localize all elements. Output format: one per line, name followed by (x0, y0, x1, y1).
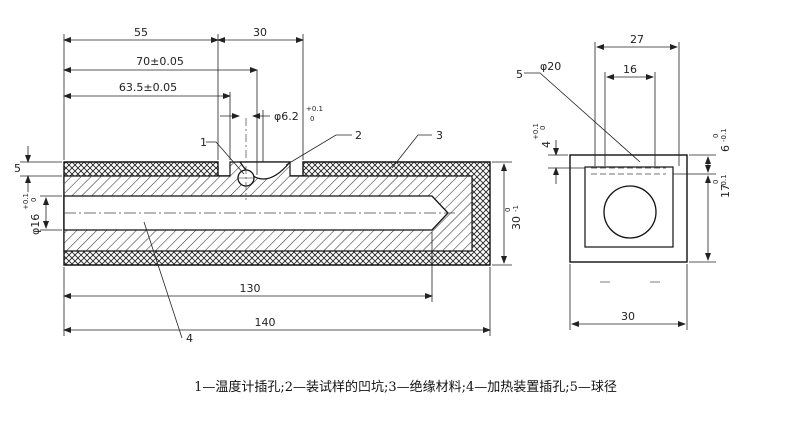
label-3: 3 (436, 129, 443, 142)
dim-phi16: φ16 (29, 214, 42, 235)
dim-phi16-tol-upper: +0.1 (22, 193, 30, 210)
dim-16-top: 16 (623, 63, 637, 76)
dim-phi6-2: φ6.2 (274, 110, 299, 123)
dim-27: 27 (630, 33, 644, 46)
label-1: 1 (200, 136, 207, 149)
dim-4-tol-lower: 0 (539, 126, 547, 130)
dim-phi20: φ20 (540, 60, 561, 73)
dim-4: 4 (540, 141, 553, 148)
dim-130: 130 (240, 282, 261, 295)
dim-5: 5 (14, 162, 21, 175)
dim-63-5: 63.5±0.05 (119, 81, 177, 94)
label-4: 4 (186, 332, 193, 345)
dim-6: 6 (719, 145, 732, 152)
dim-30-side-tol-lower: -1 (512, 205, 520, 212)
dim-30-side-tol-upper: 0 (504, 208, 512, 212)
label-5: 5 (516, 68, 523, 81)
dim-55: 55 (134, 26, 148, 39)
dim-6-tol-lower: -0.1 (720, 128, 728, 142)
dim-phi16-tol-lower: 0 (30, 198, 38, 202)
label-2: 2 (355, 129, 362, 142)
end-view-bore (603, 185, 657, 239)
side-view: 55 30 70±0.05 63.5±0.05 φ6.2 +0.1 0 5 φ1… (14, 26, 523, 345)
dim-phi6-2-tol-lower: 0 (310, 115, 314, 123)
dim-30-side: 30 (510, 216, 523, 230)
dim-140: 140 (255, 316, 276, 329)
dim-30-bottom: 30 (621, 310, 635, 323)
dim-17: 17 (719, 184, 732, 198)
dim-4-tol-upper: +0.1 (532, 123, 540, 140)
dim-phi6-2-tol-upper: +0.1 (306, 105, 323, 113)
dim-70: 70±0.05 (136, 55, 184, 68)
end-view: 27 16 φ20 5 4 +0.1 0 6 0 -0.1 17 0 -0.1 … (516, 33, 732, 330)
dim-17-tol-lower: -0.1 (720, 174, 728, 188)
dim-30-top: 30 (253, 26, 267, 39)
dim-6-tol-upper: 0 (712, 134, 720, 138)
dim-17-tol-upper: 0 (712, 180, 720, 184)
figure-caption: 1—温度计插孔;2—装试样的凹坑;3—绝缘材料;4—加热装置插孔;5—球径 (194, 380, 617, 395)
